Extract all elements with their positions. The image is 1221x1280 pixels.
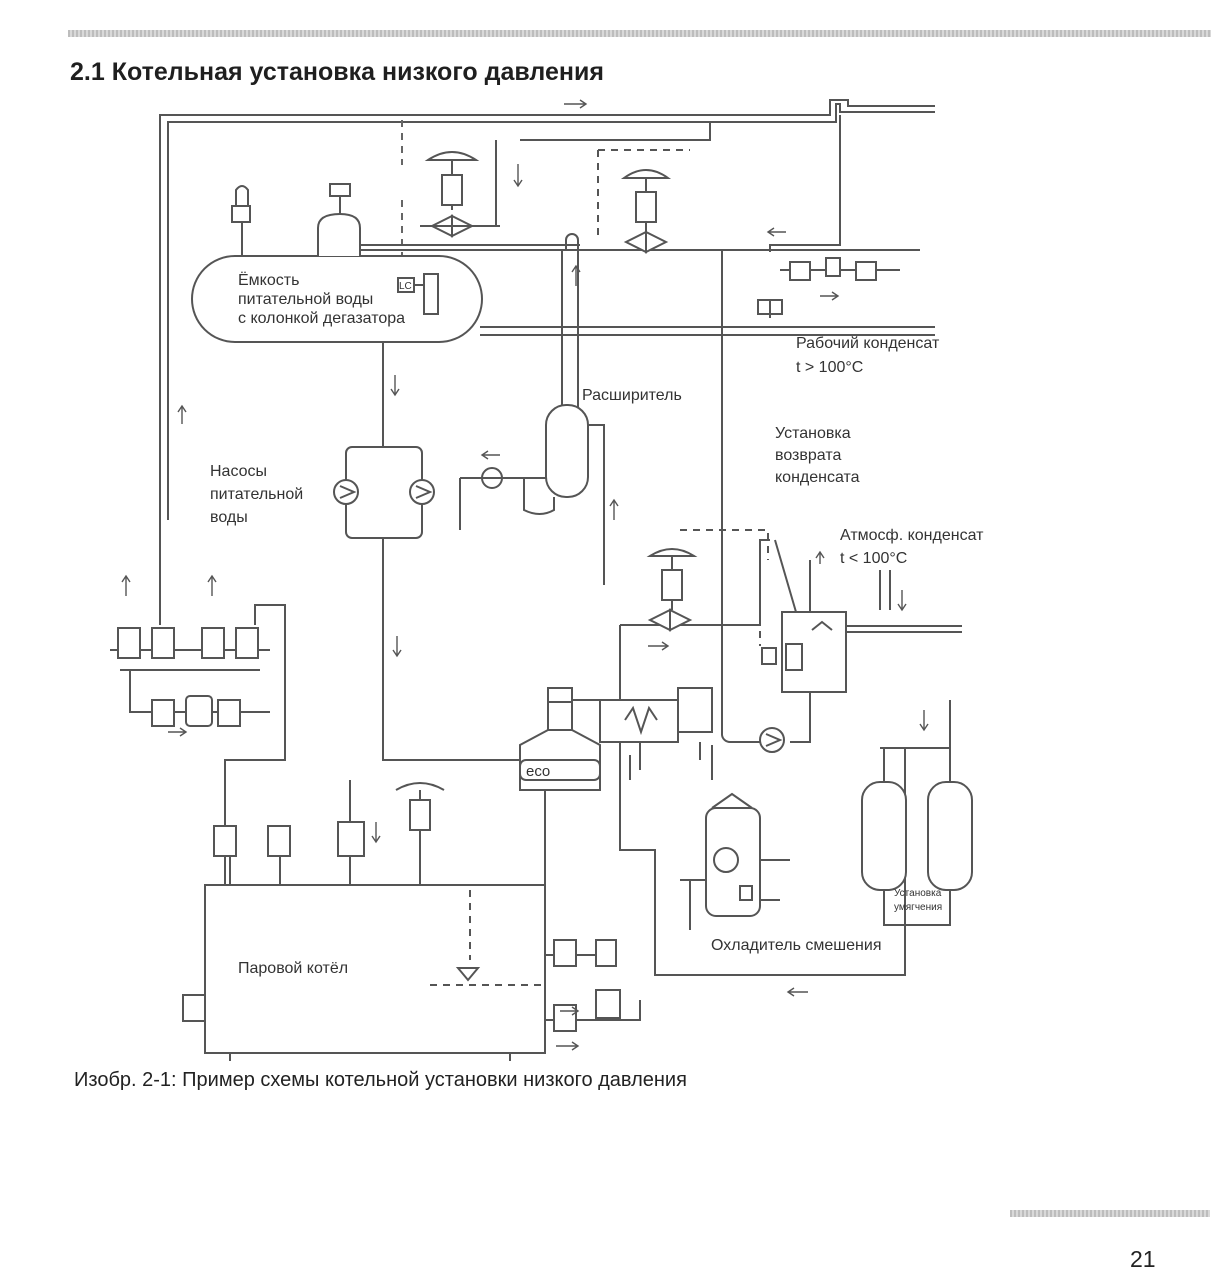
flash-vessel [459,404,605,585]
feed-tank-label-line2: питательной воды [238,291,373,308]
feed-pumps [333,479,435,505]
condensate-return-label-line2: возврата [775,447,841,464]
section-title: 2.1 Котельная установка низкого давления [70,58,604,86]
steam-control-valve-2 [597,149,690,254]
working-condensate-label-line2: t > 100°C [796,359,863,376]
condensate-return-label-line3: конденсата [775,469,860,486]
footer-rule [1010,1210,1210,1217]
mixing-cooler-label: Охладитель смешения [711,937,881,954]
left-valve-manifold [110,627,270,727]
header-rule [68,30,1211,37]
steam-boiler [182,780,546,1061]
blowdown-valves [553,939,621,1032]
condensate-control-valve [646,548,698,632]
steam-control-valve-1 [420,140,500,238]
feed-pumps-label-line1: Насосы [210,463,267,480]
condensate-return-label-line1: Установка [775,425,851,442]
economizer-label: eco [526,763,550,780]
working-condensate-label-line1: Рабочий конденсат [796,335,940,352]
steam-boiler-label: Паровой котёл [238,960,348,977]
main-pipes [159,99,962,1021]
mixing-cooler [680,792,790,930]
softening-unit [861,700,973,926]
economizer [519,687,713,890]
tank-safety-valves [231,183,351,256]
condensate-return-unit [680,529,847,753]
page-number: 21 [1130,1246,1156,1272]
level-controller-label: LC [399,281,412,292]
flash-vessel-label: Расширитель [582,387,682,404]
softening-unit-label-line2: умягчения [894,902,942,913]
flow-arrows [121,99,929,1051]
feed-tank-label-line3: с колонкой дегазатора [238,310,405,327]
atm-condensate-label-line1: Атмосф. конденсат [840,527,984,544]
upper-right-valve-group [757,257,900,318]
softening-unit-label-line1: Установка [894,888,942,899]
diagram-labels: Ёмкость питательной воды с колонкой дега… [210,271,984,977]
figure-caption: Изобр. 2-1: Пример схемы котельной устан… [74,1069,687,1091]
atm-condensate-label-line2: t < 100°C [840,550,907,567]
feed-pumps-label-line2: питательной [210,486,303,503]
feed-pumps-label-line3: воды [210,509,248,526]
feed-water-tank [191,212,483,343]
feed-tank-label-line1: Ёмкость [238,271,299,289]
